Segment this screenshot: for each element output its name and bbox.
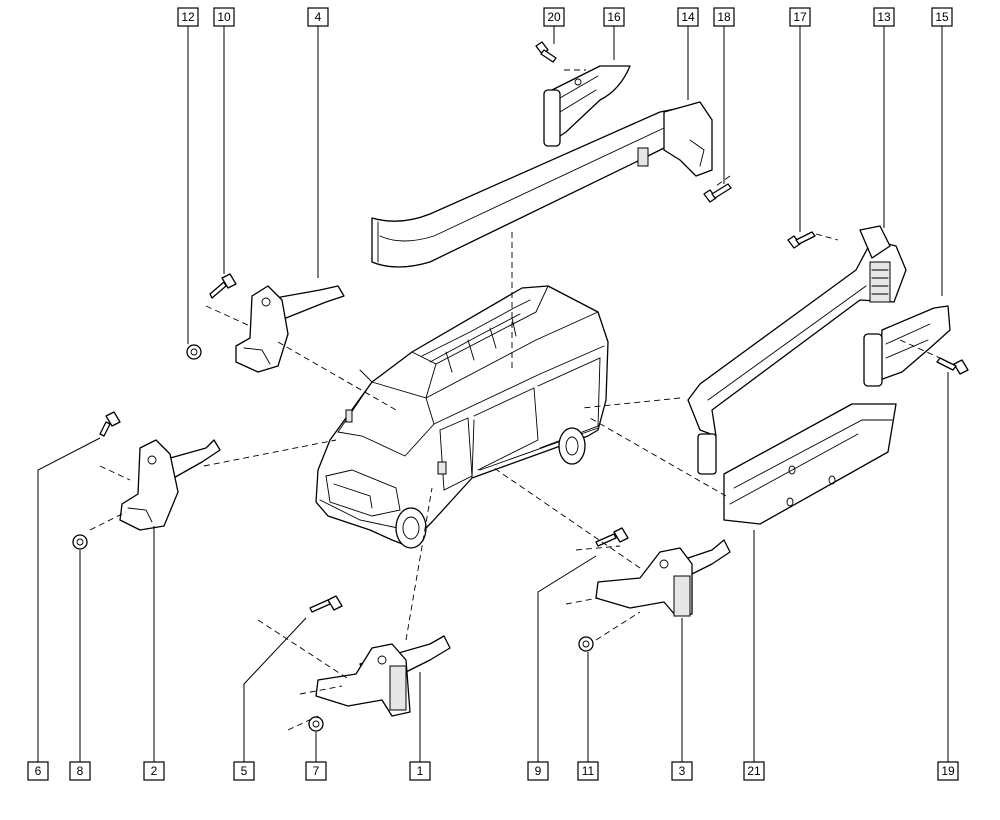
assembly-dashed-lines bbox=[89, 69, 941, 731]
screw-part-5 bbox=[309, 595, 343, 613]
callout-20: 20 bbox=[543, 7, 565, 27]
roller-arm-part-3 bbox=[595, 539, 731, 617]
sill-trim-part-21 bbox=[723, 403, 897, 525]
callout-6: 6 bbox=[27, 761, 49, 781]
callout-3: 3 bbox=[671, 761, 693, 781]
nut-part-8 bbox=[72, 534, 88, 550]
callout-10: 10 bbox=[213, 7, 235, 27]
callout-8: 8 bbox=[69, 761, 91, 781]
screw-part-17 bbox=[787, 231, 816, 249]
callout-18-label: 18 bbox=[717, 10, 731, 24]
callout-21-label: 21 bbox=[747, 764, 761, 778]
callout-14: 14 bbox=[677, 7, 699, 27]
callout-9-label: 9 bbox=[535, 764, 542, 778]
callout-20-label: 20 bbox=[547, 10, 561, 24]
screw-part-18 bbox=[703, 183, 732, 203]
nut-part-12 bbox=[186, 344, 202, 360]
nut-part-11 bbox=[578, 636, 594, 652]
screw-part-10 bbox=[209, 273, 237, 299]
callout-6-label: 6 bbox=[35, 764, 42, 778]
callout-2-label: 2 bbox=[151, 764, 158, 778]
roller-arm-part-1 bbox=[315, 635, 451, 717]
roller-arm-part-4 bbox=[235, 285, 345, 373]
callout-12: 12 bbox=[177, 7, 199, 27]
callout-5: 5 bbox=[233, 761, 255, 781]
callout-16: 16 bbox=[603, 7, 625, 27]
callout-7: 7 bbox=[305, 761, 327, 781]
callout-9: 9 bbox=[527, 761, 549, 781]
hinge-bracket-part-15 bbox=[863, 305, 951, 387]
callout-3-label: 3 bbox=[679, 764, 686, 778]
callout-21: 21 bbox=[743, 761, 765, 781]
callout-1-label: 1 bbox=[417, 764, 424, 778]
callout-10-label: 10 bbox=[217, 10, 231, 24]
callout-4: 4 bbox=[307, 7, 329, 27]
upper-bracket-part-16 bbox=[543, 65, 631, 147]
callout-4-label: 4 bbox=[315, 10, 322, 24]
callout-17-label: 17 bbox=[793, 10, 807, 24]
center-rail-part-13 bbox=[687, 225, 907, 475]
callout-19-label: 19 bbox=[941, 764, 955, 778]
callout-5-label: 5 bbox=[241, 764, 248, 778]
callout-13: 13 bbox=[873, 7, 895, 27]
screw-part-6 bbox=[99, 411, 121, 437]
callout-15: 15 bbox=[931, 7, 953, 27]
upper-rail-part-14 bbox=[371, 101, 713, 268]
callout-2: 2 bbox=[143, 761, 165, 781]
callout-11: 11 bbox=[577, 761, 599, 781]
van-illustration bbox=[315, 285, 609, 549]
callout-16-label: 16 bbox=[607, 10, 621, 24]
callout-1: 1 bbox=[409, 761, 431, 781]
callout-15-label: 15 bbox=[935, 10, 949, 24]
screw-part-9 bbox=[595, 527, 629, 547]
callout-11-label: 11 bbox=[582, 764, 595, 778]
leader-lines bbox=[37, 26, 949, 762]
callout-13-label: 13 bbox=[877, 10, 891, 24]
roller-arm-part-2 bbox=[119, 439, 221, 531]
callout-19: 19 bbox=[937, 761, 959, 781]
callout-17: 17 bbox=[789, 7, 811, 27]
screw-part-20 bbox=[535, 41, 557, 63]
screw-part-19 bbox=[936, 357, 969, 375]
callout-12-label: 12 bbox=[181, 10, 195, 24]
callout-14-label: 14 bbox=[681, 10, 695, 24]
callout-18: 18 bbox=[713, 7, 735, 27]
callout-8-label: 8 bbox=[77, 764, 84, 778]
callout-7-label: 7 bbox=[313, 764, 320, 778]
